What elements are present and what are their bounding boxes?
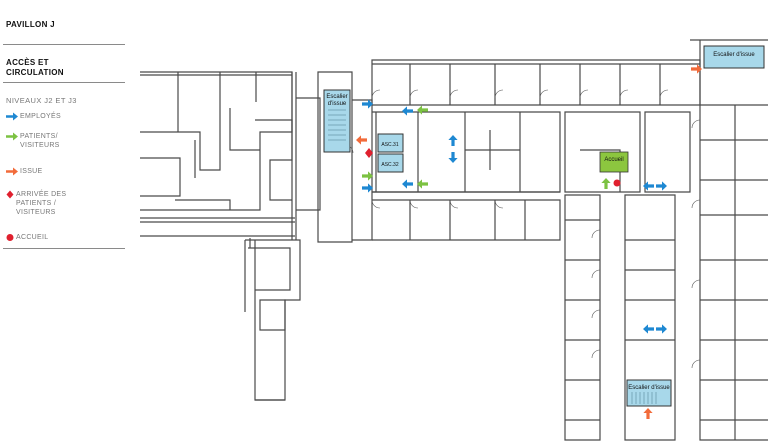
exit-arrows [356,64,702,419]
section-title: ACCÈS ET CIRCULATION [6,58,116,78]
legend-label: EMPLOYÉS [20,113,61,120]
divider [3,248,125,249]
reception-desk: Accueil [599,151,629,173]
legend-item-patients: PATIENTS/VISITEURS [6,132,60,150]
divider [3,82,125,83]
diamond-icon [6,190,16,199]
stair-south: Escalier d'issue [626,379,672,407]
elevator-asc31-label: ASC.31 [381,142,398,148]
door-swings [344,89,701,369]
reception-dot-icon [613,179,621,187]
stair-west: Escalier d'issue [323,89,351,153]
legend-label: ACCUEIL [16,234,49,241]
building-title: PAVILLON J [6,20,55,29]
elevator-asc32 [377,153,404,173]
stair-west-label-2: d'issue [328,101,347,107]
stair-west-label-1: Escalier [326,94,347,100]
arrow-right-icon [6,167,20,176]
arrow-right-icon [6,132,20,141]
arrival-diamond-icon [365,148,373,158]
dot-icon [6,233,16,242]
arrow-right-icon [6,112,20,121]
elevator-asc31 [377,133,404,153]
elevator-asc32-label: ASC.32 [381,162,398,168]
stair-northeast-label: Escalier d'issue [713,52,755,58]
divider [3,44,125,45]
section-title-line2: CIRCULATION [6,68,64,77]
legend-item-employees: EMPLOYÉS [6,112,61,121]
legend-item-reception: ACCUEIL [6,233,48,242]
legend-item-exit: ISSUE [6,167,43,176]
legend-label: ISSUE [20,168,43,175]
stair-northeast: Escalier d'issue [703,45,765,69]
floor-plan-map: Escalier d'issue ASC.31 ASC.32 Accueil E… [140,39,768,441]
reception-label: Accueil [604,157,623,163]
legend-label: PATIENTS/VISITEURS [20,133,60,149]
elevators: ASC.31 ASC.32 [377,133,404,173]
stair-south-label: Escalier d'issue [628,385,670,391]
walls [140,39,768,441]
section-title-line1: ACCÈS ET [6,58,49,67]
levels-label: NIVEAUX J2 ET J3 [6,96,77,105]
employee-arrows [362,99,667,334]
